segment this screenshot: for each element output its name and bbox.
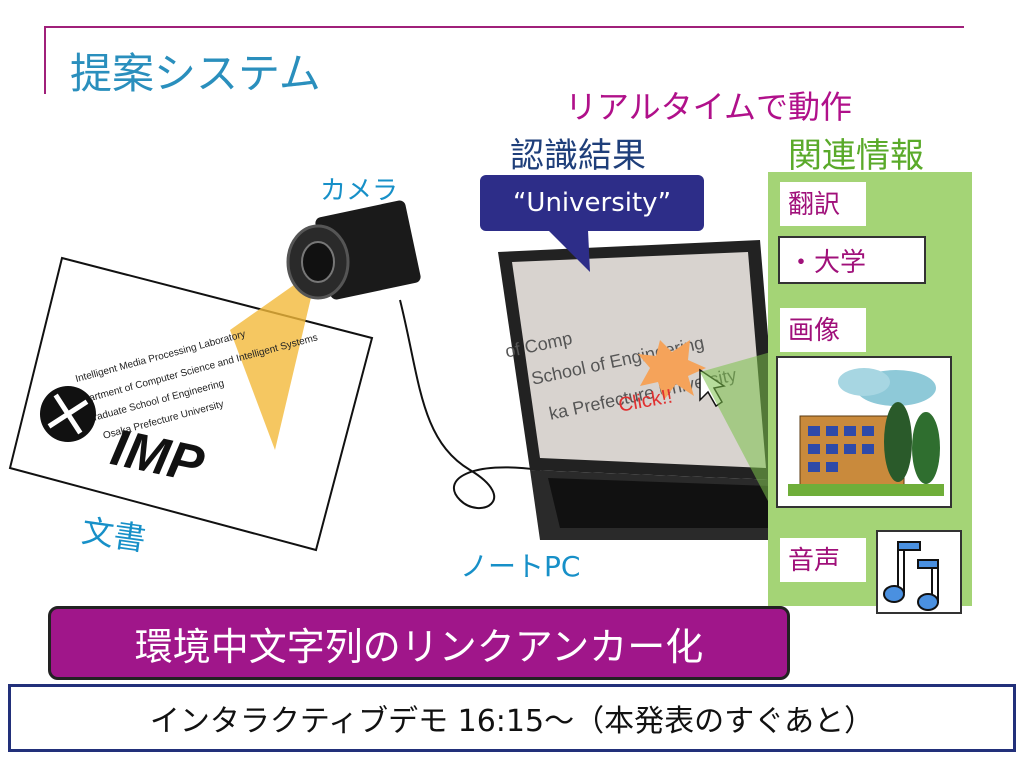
camera-illustration bbox=[286, 200, 421, 300]
laptop-illustration: of Comp School of Engineering ka Prefect… bbox=[498, 240, 820, 540]
translation-tag: 翻訳 bbox=[780, 182, 866, 226]
recognition-bubble: “University” bbox=[480, 175, 704, 231]
camera-label: カメラ bbox=[320, 176, 399, 206]
university-image bbox=[776, 356, 952, 508]
demo-notice: インタラクティブデモ 16:15～（本発表のすぐあと） bbox=[8, 684, 1016, 752]
translation-value: ・大学 bbox=[778, 236, 926, 284]
sound-tag: 音声 bbox=[780, 538, 866, 582]
click-burst bbox=[638, 340, 706, 400]
building-icon bbox=[788, 368, 944, 496]
laptop-label: ノートPC bbox=[460, 550, 581, 583]
slide-title: 提案システム bbox=[70, 49, 321, 98]
document-label: 文書 bbox=[79, 511, 149, 559]
camera-cable bbox=[399, 299, 541, 509]
link-anchor-banner: 環境中文字列のリンクアンカー化 bbox=[48, 606, 790, 680]
image-tag: 画像 bbox=[780, 308, 866, 352]
document-illustration: Intelligent Media Processing Laboratory … bbox=[8, 256, 374, 552]
music-note-icon bbox=[883, 541, 939, 611]
title-rule-left bbox=[44, 28, 46, 94]
realtime-label: リアルタイムで動作 bbox=[565, 88, 853, 126]
related-ray bbox=[700, 350, 778, 520]
bubble-pointer bbox=[548, 230, 590, 272]
title-rule-top bbox=[44, 26, 964, 28]
related-info-label: 関連情報 bbox=[788, 136, 924, 176]
recognition-result-label: 認識結果 bbox=[510, 136, 646, 176]
sound-image bbox=[876, 530, 962, 614]
